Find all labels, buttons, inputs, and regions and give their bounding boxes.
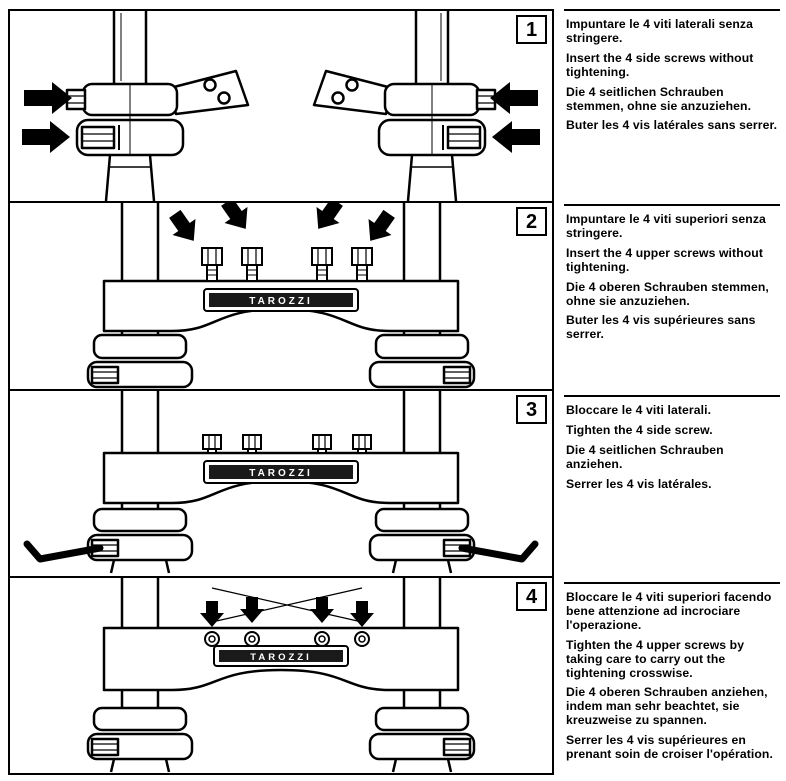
side-screw bbox=[90, 737, 120, 757]
instruction-german: Die 4 oberen Schrauben anziehen, indem m… bbox=[566, 685, 768, 728]
step-instructions-1: Impuntare le 4 viti laterali senza strin… bbox=[564, 9, 780, 133]
drawing-tighten-upper-screws-crosswise: TAROZZI bbox=[86, 578, 476, 773]
left-fork bbox=[22, 11, 250, 201]
brand-label: TAROZZI bbox=[250, 652, 311, 663]
clamp-ear bbox=[168, 69, 250, 116]
step-panel-4: TAROZZI 4 bbox=[8, 576, 554, 775]
step-number: 3 bbox=[525, 398, 538, 421]
step-panel-2: TAROZZI 2 bbox=[8, 201, 554, 391]
instruction-italian: Bloccare le 4 viti laterali. bbox=[566, 403, 712, 417]
allen-key-icon bbox=[23, 540, 104, 563]
upper-screws bbox=[202, 434, 372, 454]
step-instructions-2: Impuntare le 4 viti superiori senza stri… bbox=[564, 204, 780, 342]
step-instructions-4: Bloccare le 4 viti superiori facendo ben… bbox=[564, 582, 780, 762]
step-number-box: 3 bbox=[516, 395, 547, 424]
upper-screws bbox=[201, 247, 373, 282]
fork-lower-leg bbox=[109, 559, 171, 574]
cross-pattern-lines bbox=[211, 587, 363, 623]
step-panel-1: 1 bbox=[8, 9, 554, 203]
instruction-french: Buter les 4 vis supérieures sans serrer. bbox=[566, 313, 756, 342]
step-instructions-3: Bloccare le 4 viti laterali. Tighten the… bbox=[564, 395, 780, 492]
insert-arrow-icon bbox=[169, 203, 395, 241]
instruction-italian: Impuntare le 4 viti laterali senza strin… bbox=[566, 17, 753, 45]
step-panel-3: TAROZZI 3 bbox=[8, 389, 554, 578]
instruction-italian: Bloccare le 4 viti superiori facendo ben… bbox=[566, 590, 772, 632]
step-number: 1 bbox=[525, 18, 538, 41]
instruction-french: Serrer les 4 vis latérales. bbox=[566, 476, 712, 491]
left-fork-clamp bbox=[86, 203, 194, 389]
inward-arrow-icon bbox=[22, 82, 72, 153]
drawing-tighten-side-screws: TAROZZI bbox=[23, 391, 552, 576]
instruction-german: Die 4 seitlichen Schrauben anziehen. bbox=[566, 442, 724, 471]
instruction-english: Tighten the 4 side screw. bbox=[566, 422, 713, 437]
instruction-english: Tighten the 4 upper screws by taking car… bbox=[566, 637, 745, 680]
tighten-arrow-icon bbox=[200, 597, 374, 627]
step-number: 2 bbox=[525, 210, 538, 233]
instruction-english: Insert the 4 side screws without tighten… bbox=[566, 50, 754, 79]
step-number-box: 4 bbox=[516, 582, 547, 611]
step-number-box: 1 bbox=[516, 15, 547, 44]
instruction-french: Serrer les 4 vis supérieures en prenant … bbox=[566, 733, 773, 762]
drawing-insert-side-screws bbox=[22, 11, 542, 201]
fork-lower-leg bbox=[104, 154, 156, 201]
step-number-box: 2 bbox=[516, 207, 547, 236]
fork-lower-leg bbox=[109, 758, 171, 773]
instruction-french: Buter les 4 vis latérales sans serrer. bbox=[566, 118, 778, 133]
instruction-german: Die 4 seitlichen Schrauben stemmen, ohne… bbox=[566, 84, 752, 113]
brand-label: TAROZZI bbox=[249, 468, 313, 479]
instruction-english: Insert the 4 upper screws without tighte… bbox=[566, 245, 763, 274]
instruction-italian: Impuntare le 4 viti superiori senza stri… bbox=[566, 212, 766, 240]
brand-label: TAROZZI bbox=[249, 296, 313, 307]
step-number: 4 bbox=[525, 585, 538, 608]
side-screw bbox=[80, 125, 116, 150]
side-screw bbox=[90, 365, 120, 385]
instruction-german: Die 4 oberen Schrauben stemmen, ohne sie… bbox=[566, 279, 769, 308]
upper-screws bbox=[204, 631, 370, 647]
drawing-insert-upper-screws: TAROZZI bbox=[86, 203, 476, 389]
right-fork bbox=[312, 11, 542, 201]
